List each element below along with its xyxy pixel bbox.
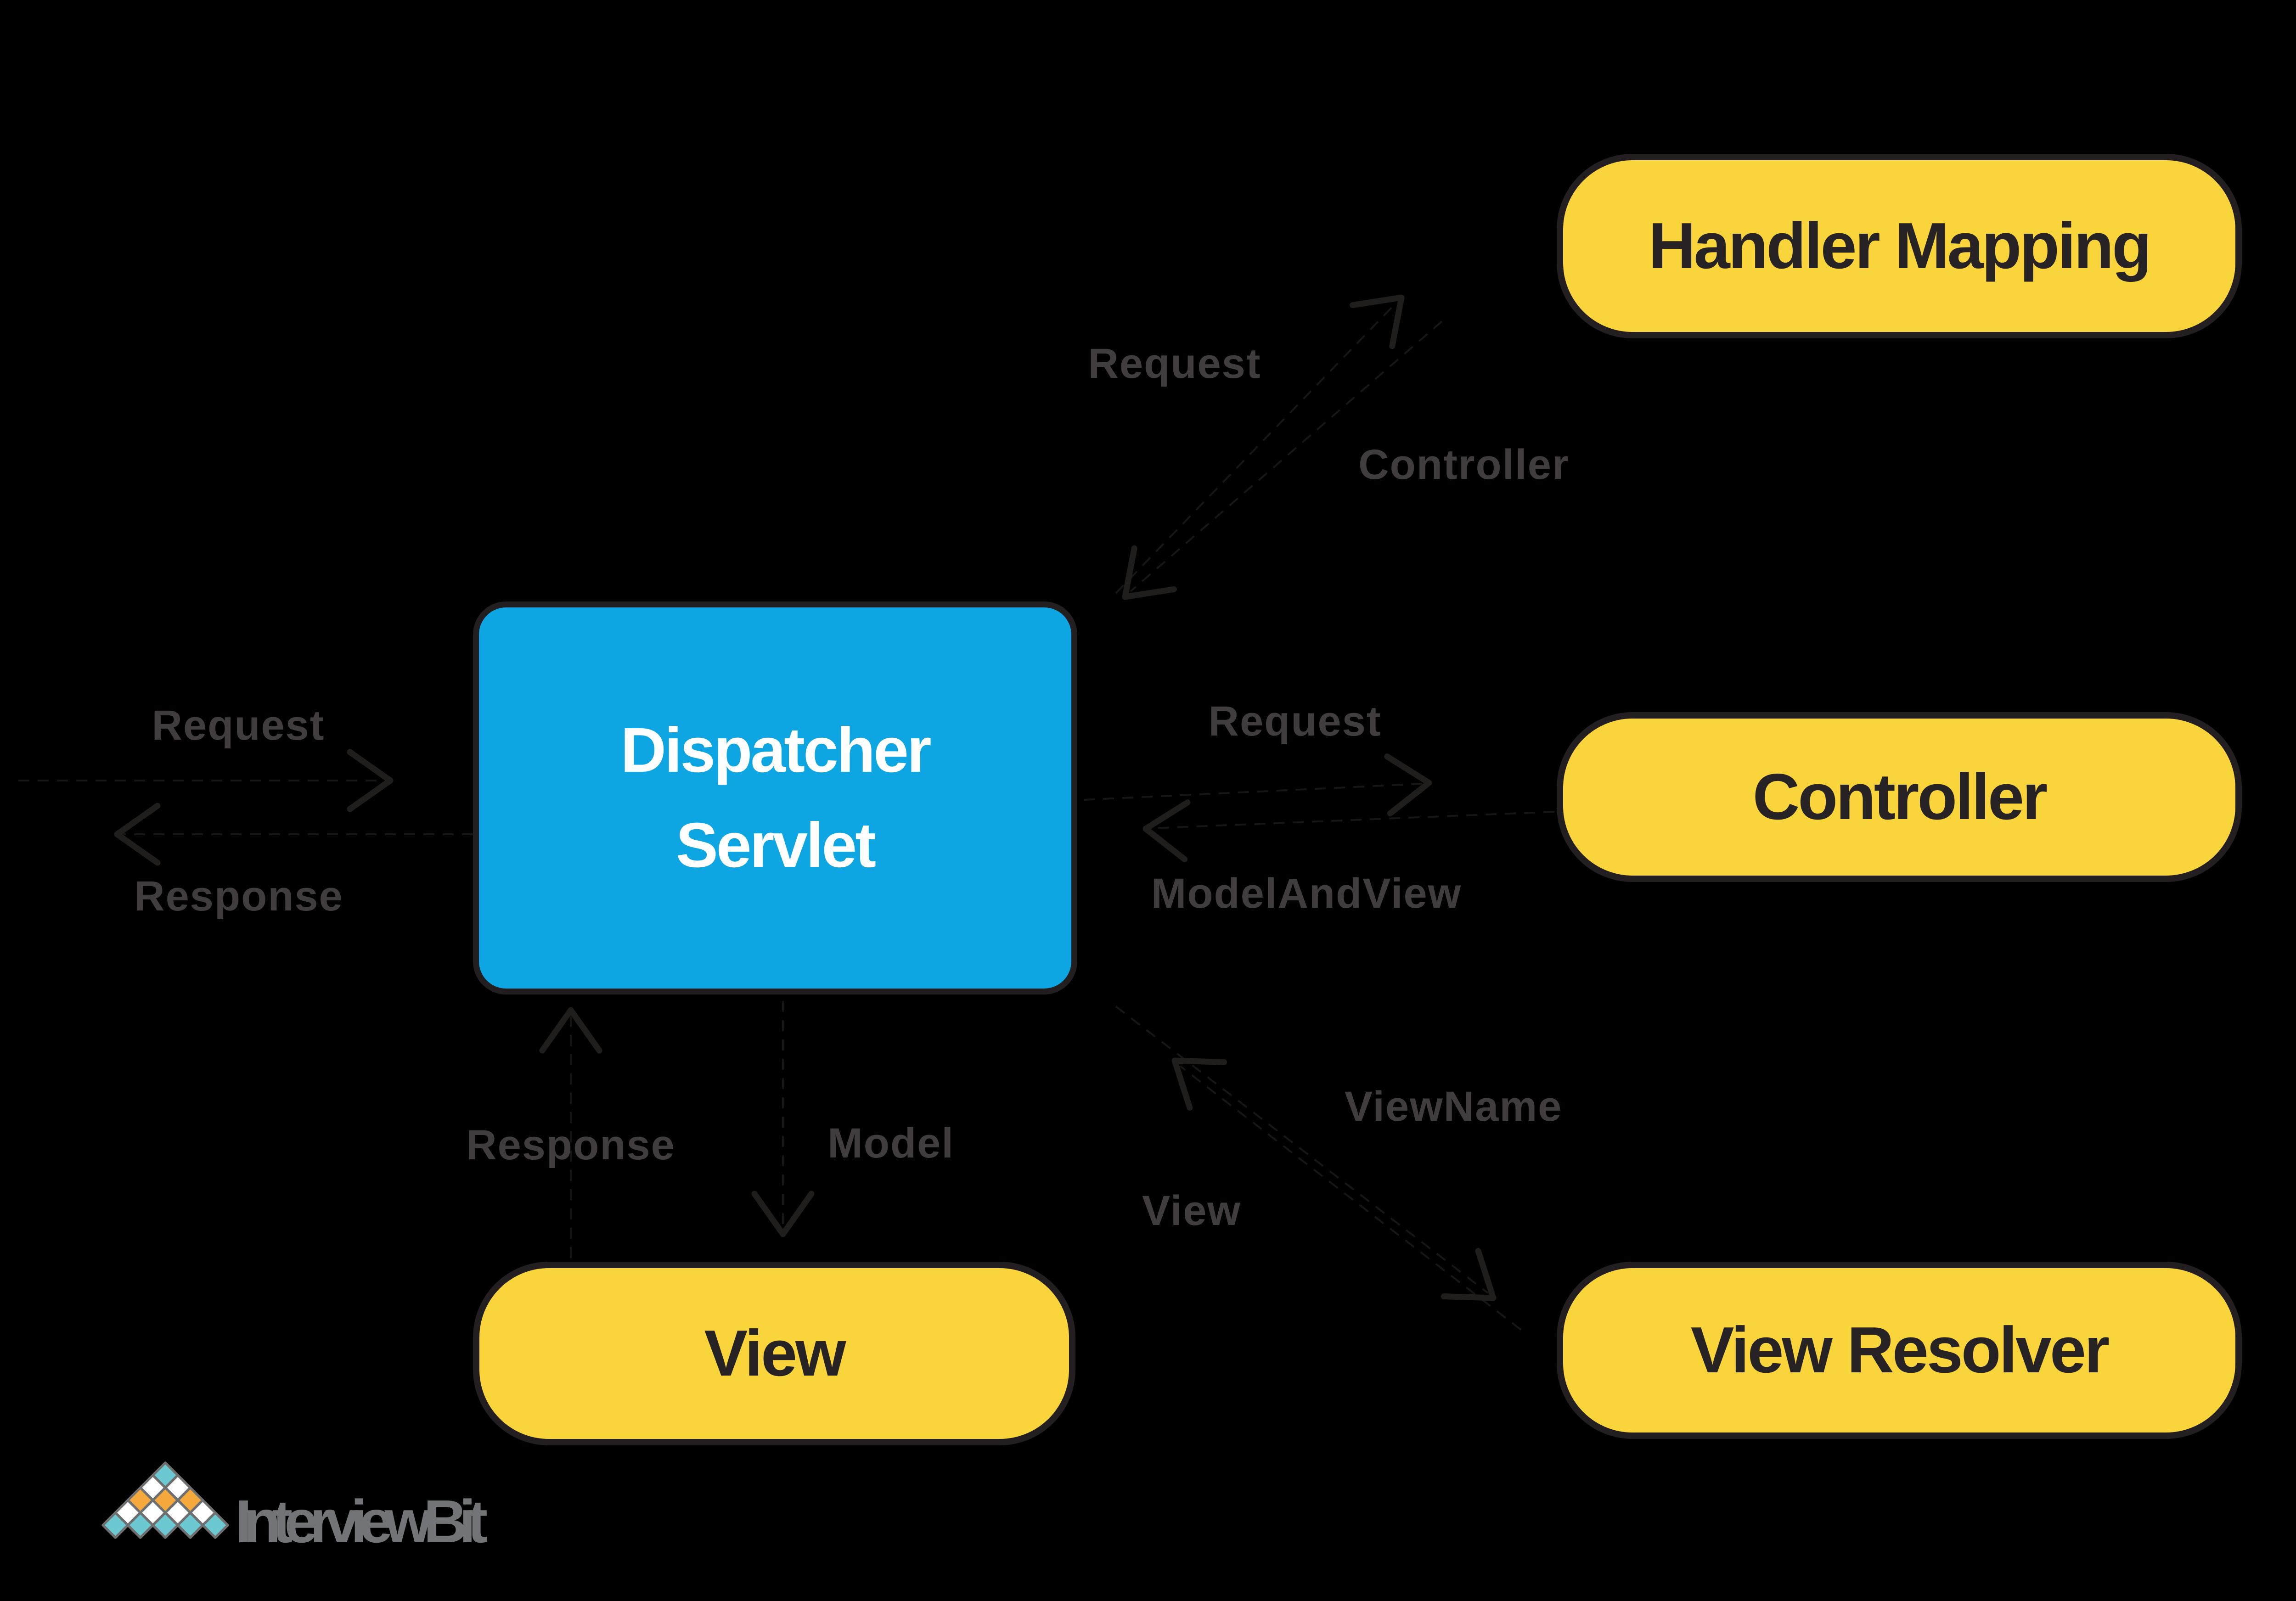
request-to-handler-arrowhead: [1350, 294, 1405, 349]
view-resolver-box: View Resolver: [1557, 1262, 2242, 1439]
model-arrowhead: [751, 1191, 815, 1237]
viewname-line: [1115, 1006, 1489, 1294]
response-from-view-arrowhead: [539, 1007, 602, 1054]
dispatcher-servlet-label: Dispatcher Servlet: [620, 715, 931, 881]
view-resolver-label: View Resolver: [1690, 1314, 2110, 1387]
handler-mapping-label: Handler Mapping: [1649, 209, 2152, 282]
interviewbit-logo-text: InterviewBit: [235, 1488, 488, 1555]
controller-label: Controller: [1752, 760, 2048, 833]
controller-return-arrowhead: [1122, 545, 1177, 600]
flow-label-request-to-handler: Request: [1088, 340, 1261, 387]
flow-label-modelandview: ModelAndView: [1151, 870, 1462, 917]
request-to-controller-arrowhead: [1384, 753, 1432, 817]
view-label: View: [704, 1317, 846, 1390]
flow-label-response-client: Response: [134, 873, 343, 920]
handler-mapping-box: Handler Mapping: [1557, 154, 2242, 338]
interviewbit-logo-icon: [101, 1461, 229, 1539]
viewname-arrowhead: [1441, 1248, 1497, 1301]
flow-label-response-from-view: Response: [466, 1122, 675, 1168]
request-to-controller-line: [1083, 783, 1423, 801]
flow-label-view-return: View: [1142, 1187, 1241, 1234]
client-response-arrowhead: [114, 803, 161, 866]
flow-label-viewname: ViewName: [1344, 1083, 1563, 1130]
flow-label-request-to-controller: Request: [1208, 698, 1382, 745]
dispatcher-servlet-box: Dispatcher Servlet: [473, 601, 1077, 994]
modelandview-return-arrowhead: [1142, 799, 1191, 863]
controller-return-line: [1130, 320, 1443, 592]
view-return-arrowhead: [1171, 1057, 1227, 1111]
flow-label-controller-return: Controller: [1358, 441, 1570, 488]
request-to-handler-line: [1115, 302, 1397, 594]
modelandview-return-line: [1151, 811, 1555, 829]
view-return-line: [1179, 1065, 1522, 1331]
view-box: View: [473, 1262, 1075, 1445]
flow-label-model: Model: [827, 1120, 954, 1167]
controller-box: Controller: [1557, 712, 2242, 882]
client-request-arrowhead: [347, 749, 394, 812]
flow-label-request-client: Request: [152, 702, 325, 749]
